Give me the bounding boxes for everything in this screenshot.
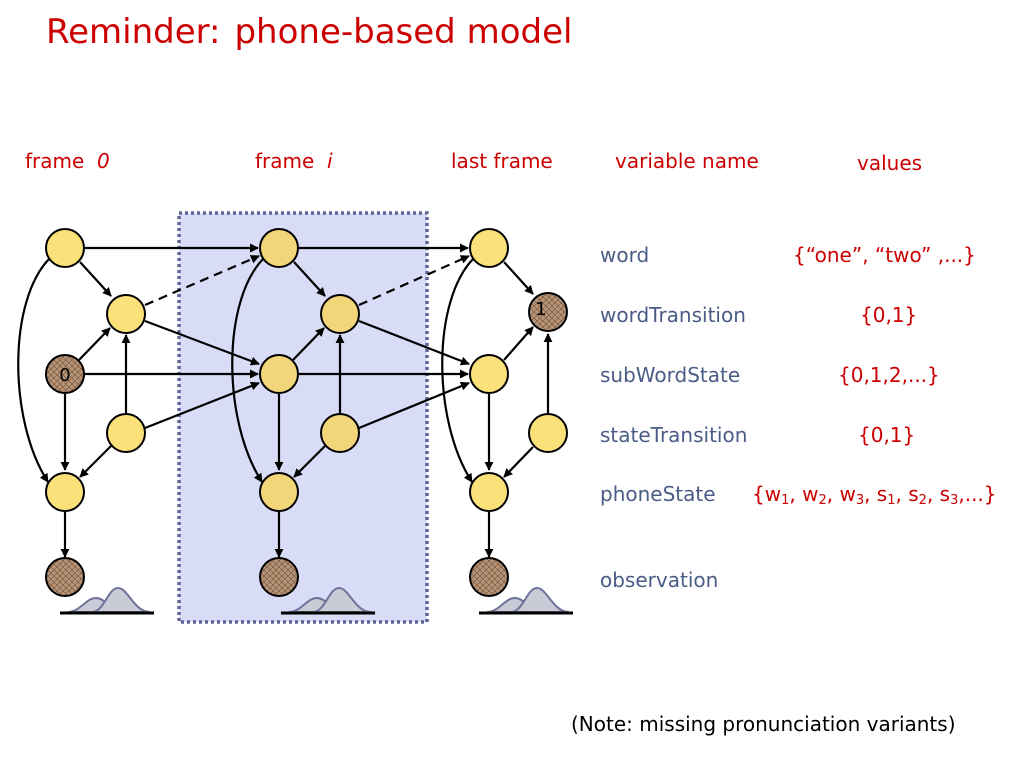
slide-title: Reminder: phone-based model	[46, 12, 572, 52]
header-frame-0-word: frame	[25, 149, 85, 173]
edge	[503, 261, 534, 295]
var-name-phonestate: phoneState	[600, 482, 716, 506]
var-values-wordtransition: {0,1}	[860, 303, 918, 327]
edge	[293, 261, 326, 297]
edge	[79, 445, 112, 478]
node-wordtransition	[320, 294, 360, 334]
dashed-edges	[144, 254, 470, 307]
header-frame-i-index: i	[327, 149, 333, 173]
edge	[17, 257, 51, 483]
var-name-observation: observation	[600, 568, 719, 592]
node-observation	[45, 557, 85, 597]
header-frame-0: frame 0	[25, 149, 110, 173]
node-label-frame0-subword: 0	[59, 365, 70, 386]
frame-0-nodes	[45, 228, 146, 597]
node-phonestate	[259, 472, 299, 512]
var-values-phonestate: {w1, w2, w3, s1, s2, s3,...}	[752, 482, 997, 508]
node-observation	[469, 557, 509, 597]
node-subwordstate	[469, 354, 509, 394]
node-label-last-wordtransition: 1	[535, 299, 546, 320]
edge	[78, 327, 111, 361]
frame-i-nodes	[259, 228, 360, 597]
edges	[17, 243, 553, 558]
node-phonestate	[45, 472, 85, 512]
header-last-frame: last frame	[451, 149, 553, 173]
node-observation	[259, 557, 299, 597]
node-subwordstate	[45, 354, 85, 394]
edge	[358, 254, 470, 307]
var-name-statetransition: stateTransition	[600, 423, 748, 447]
observation-densities	[60, 586, 573, 615]
node-wordtransition	[528, 292, 568, 332]
edge	[358, 381, 470, 430]
edge	[144, 254, 260, 307]
node-word	[259, 228, 299, 268]
header-frame-i: frame i	[255, 149, 333, 173]
title-lead: Reminder:	[46, 12, 221, 52]
node-subwordstate	[259, 354, 299, 394]
var-values-word: {“one”, “two” ,...}	[793, 243, 976, 267]
edge	[503, 446, 534, 478]
title-rest: phone-based model	[234, 12, 573, 52]
edge	[293, 445, 326, 478]
var-values-subwordstate: {0,1,2,...}	[838, 363, 940, 387]
node-word	[469, 228, 509, 268]
var-values-statetransition: {0,1}	[858, 423, 916, 447]
edge	[441, 257, 475, 483]
node-wordtransition	[106, 294, 146, 334]
header-variable-name: variable name	[615, 149, 759, 173]
node-statetransition	[106, 413, 146, 453]
var-name-subwordstate: subWordState	[600, 363, 741, 387]
edge	[231, 257, 265, 483]
node-statetransition	[528, 413, 568, 453]
node-word	[45, 228, 85, 268]
edge	[292, 327, 325, 361]
node-phonestate	[469, 472, 509, 512]
header-values: values	[857, 151, 923, 175]
header-frame-i-word: frame	[255, 149, 315, 173]
edge	[144, 381, 260, 430]
last-frame-nodes	[469, 228, 568, 597]
edge	[358, 319, 470, 366]
slide-note: (Note: missing pronunciation variants)	[571, 712, 956, 736]
header-frame-0-index: 0	[97, 149, 110, 173]
edge	[144, 319, 260, 366]
node-statetransition	[320, 413, 360, 453]
edge	[79, 261, 112, 297]
edge	[503, 326, 534, 361]
var-name-wordtransition: wordTransition	[600, 303, 746, 327]
var-name-word: word	[600, 243, 650, 267]
